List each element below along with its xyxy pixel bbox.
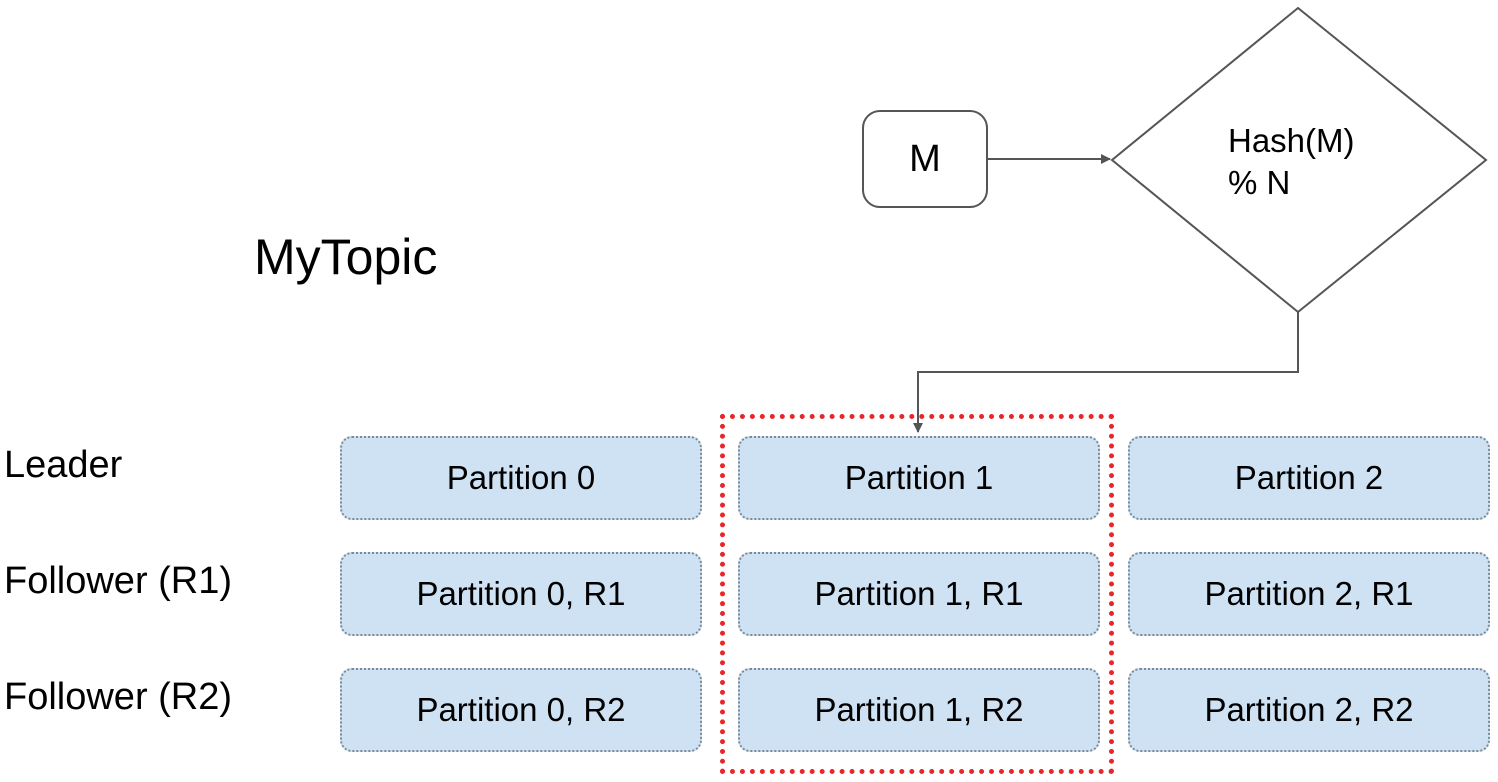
partition-1-r1: Partition 1, R1 — [738, 552, 1100, 636]
partition-1-leader: Partition 1 — [738, 436, 1100, 520]
partition-1-r2: Partition 1, R2 — [738, 668, 1100, 752]
partition-2-leader: Partition 2 — [1128, 436, 1490, 520]
partition-0-r1: Partition 0, R1 — [340, 552, 702, 636]
partition-0-r2: Partition 0, R2 — [340, 668, 702, 752]
partition-2-r1: Partition 2, R1 — [1128, 552, 1490, 636]
arrow-hash-to-partition-1 — [913, 312, 1299, 433]
partition-0-leader: Partition 0 — [340, 436, 702, 520]
message-label: M — [909, 137, 941, 180]
selected-partition-column — [720, 414, 1114, 774]
message-node: M — [862, 110, 988, 208]
hash-label: Hash(M) % N — [1228, 122, 1355, 201]
row-label-follower-r1: Follower (R1) — [4, 560, 233, 602]
row-label-follower-r2: Follower (R2) — [4, 676, 233, 718]
row-label-leader: Leader — [4, 444, 123, 486]
topic-title: MyTopic — [254, 229, 438, 285]
partition-2-r2: Partition 2, R2 — [1128, 668, 1490, 752]
